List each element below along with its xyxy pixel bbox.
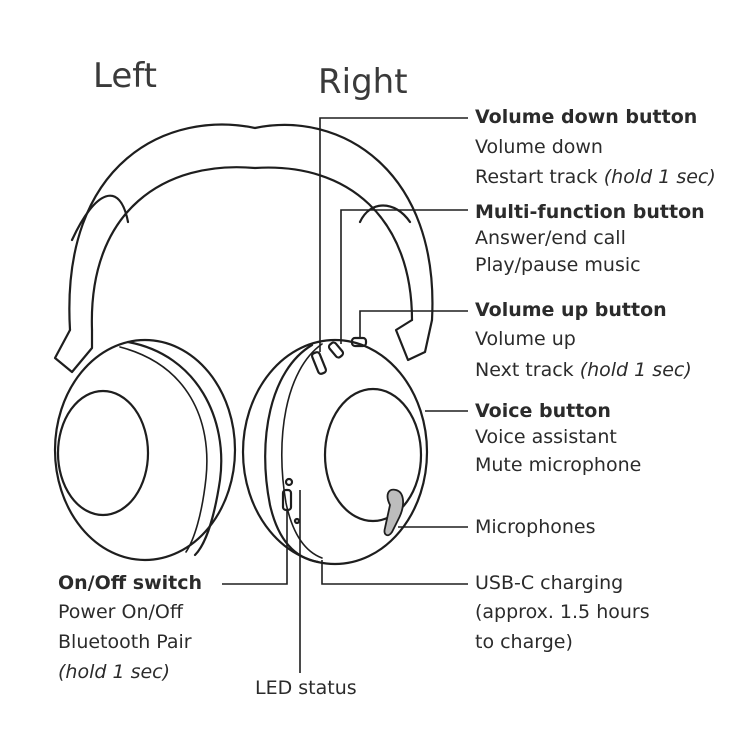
volume-down-title: Volume down button [475, 106, 698, 128]
on-off-line1: Power On/Off [58, 601, 183, 623]
right-earcup-outer [241, 338, 429, 566]
voice-title: Voice button [475, 400, 611, 422]
left-side-label: Left [93, 56, 157, 96]
led-status-label: LED status [255, 677, 357, 699]
volume-down-line2-text: Restart track [475, 166, 598, 188]
multi-function-line2: Play/pause music [475, 254, 641, 276]
left-earcup-band-inner [119, 346, 208, 553]
usb-port [293, 517, 301, 525]
left-hinge [53, 328, 94, 374]
multi-function-button [327, 341, 345, 359]
multi-function-title: Multi-function button [475, 201, 705, 223]
usb-c-line2: (approx. 1.5 hours [475, 601, 650, 623]
right-earcup-band-outer [264, 343, 320, 564]
left-earcup-center [56, 389, 150, 517]
volume-down-line2: Restart track (hold 1 sec) [475, 166, 716, 188]
voice-line2: Mute microphone [475, 454, 642, 476]
leader-volume-down [319, 117, 468, 352]
usb-c-line1: USB-C charging [475, 572, 624, 594]
left-earcup-outer [53, 338, 237, 562]
multi-function-line1: Answer/end call [475, 227, 626, 249]
leader-multi-function [340, 209, 468, 344]
microphone [383, 488, 404, 537]
headband-inner [90, 166, 414, 332]
right-earcup-band-inner [281, 343, 323, 559]
right-earcup-center [323, 387, 423, 523]
leader-on-off [222, 510, 288, 585]
on-off-line2: Bluetooth Pair [58, 631, 192, 653]
left-earcup-band-outer [126, 340, 223, 557]
headband-cushion-left [70, 194, 130, 242]
headband-cushion-right [358, 204, 412, 224]
leader-volume-up [359, 310, 468, 338]
volume-up-line2-text: Next track [475, 359, 574, 381]
volume-up-title: Volume up button [475, 299, 667, 321]
volume-up-hold-note: (hold 1 sec) [579, 359, 692, 381]
leader-usb-c [321, 560, 468, 585]
volume-down-button [310, 351, 328, 375]
headband [68, 123, 434, 332]
voice-line1: Voice assistant [475, 426, 617, 448]
right-hinge [394, 318, 434, 362]
volume-up-line1: Volume up [475, 328, 576, 350]
led-indicator [284, 477, 294, 487]
on-off-line3: (hold 1 sec) [58, 661, 171, 683]
right-side-label: Right [318, 62, 408, 102]
volume-up-line2: Next track (hold 1 sec) [475, 359, 692, 381]
usb-c-line3: to charge) [475, 631, 573, 653]
volume-down-hold-note: (hold 1 sec) [603, 166, 716, 188]
volume-down-line1: Volume down [475, 136, 603, 158]
microphones-label: Microphones [475, 516, 596, 538]
on-off-title: On/Off switch [58, 572, 203, 594]
volume-up-button [350, 336, 368, 348]
